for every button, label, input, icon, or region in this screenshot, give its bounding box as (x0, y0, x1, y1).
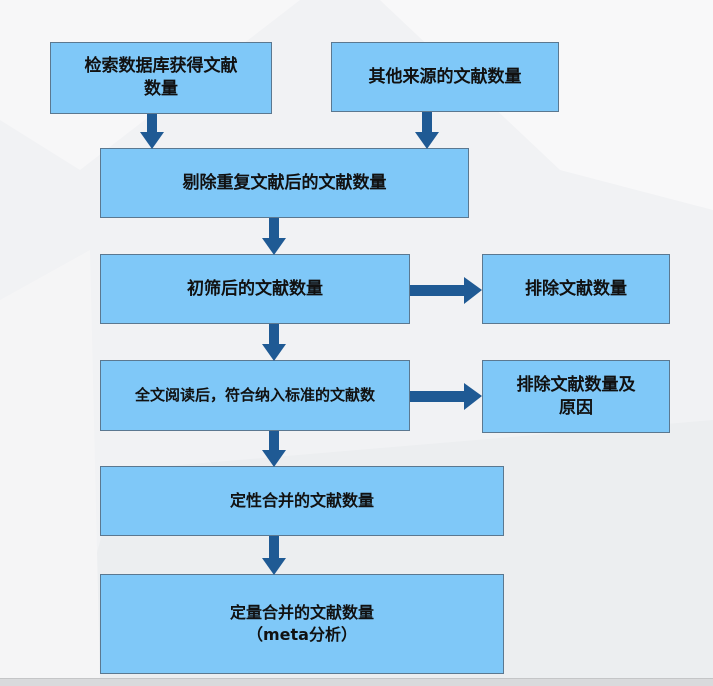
arrow-right-2 (410, 383, 482, 410)
excluded-label: 排除文献数量 (525, 278, 627, 299)
after-dedup-label: 剔除重复文献后的文献数量 (182, 172, 387, 193)
after-screening-box: 初筛后的文献数量 (100, 254, 410, 324)
db-search-box: 检索数据库获得文献数量 (50, 42, 272, 114)
db-search-label: 检索数据库获得文献数量 (84, 56, 238, 99)
arrow-down-6 (262, 536, 286, 575)
bottom-scrollbar[interactable] (0, 678, 713, 686)
arrow-down-3 (262, 218, 286, 255)
arrow-down-4 (262, 324, 286, 361)
qualitative-label: 定性合并的文献数量 (229, 491, 374, 511)
qualitative-box: 定性合并的文献数量 (100, 466, 504, 536)
after-screening-label: 初筛后的文献数量 (187, 278, 323, 299)
after-dedup-box: 剔除重复文献后的文献数量 (100, 148, 469, 218)
excluded-box: 排除文献数量 (482, 254, 670, 324)
excluded-with-reasons-line1: 排除文献数量及 (516, 374, 636, 395)
other-sources-box: 其他来源的文献数量 (331, 42, 559, 112)
arrow-down-1 (140, 114, 164, 149)
fulltext-eligible-label: 全文阅读后，符合纳入标准的文献数 (134, 386, 375, 405)
quantitative-line1: 定量合并的文献数量 (229, 603, 374, 623)
quantitative-box: 定量合并的文献数量 （meta分析） (100, 574, 504, 674)
excluded-with-reasons-line2: 原因 (559, 397, 593, 418)
arrow-down-2 (415, 112, 439, 149)
excluded-with-reasons-box: 排除文献数量及 原因 (482, 360, 670, 433)
quantitative-line2: （meta分析） (247, 625, 357, 644)
arrow-down-5 (262, 431, 286, 467)
other-sources-label: 其他来源的文献数量 (368, 66, 522, 87)
arrow-right-1 (410, 277, 482, 304)
fulltext-eligible-box: 全文阅读后，符合纳入标准的文献数 (100, 360, 410, 431)
